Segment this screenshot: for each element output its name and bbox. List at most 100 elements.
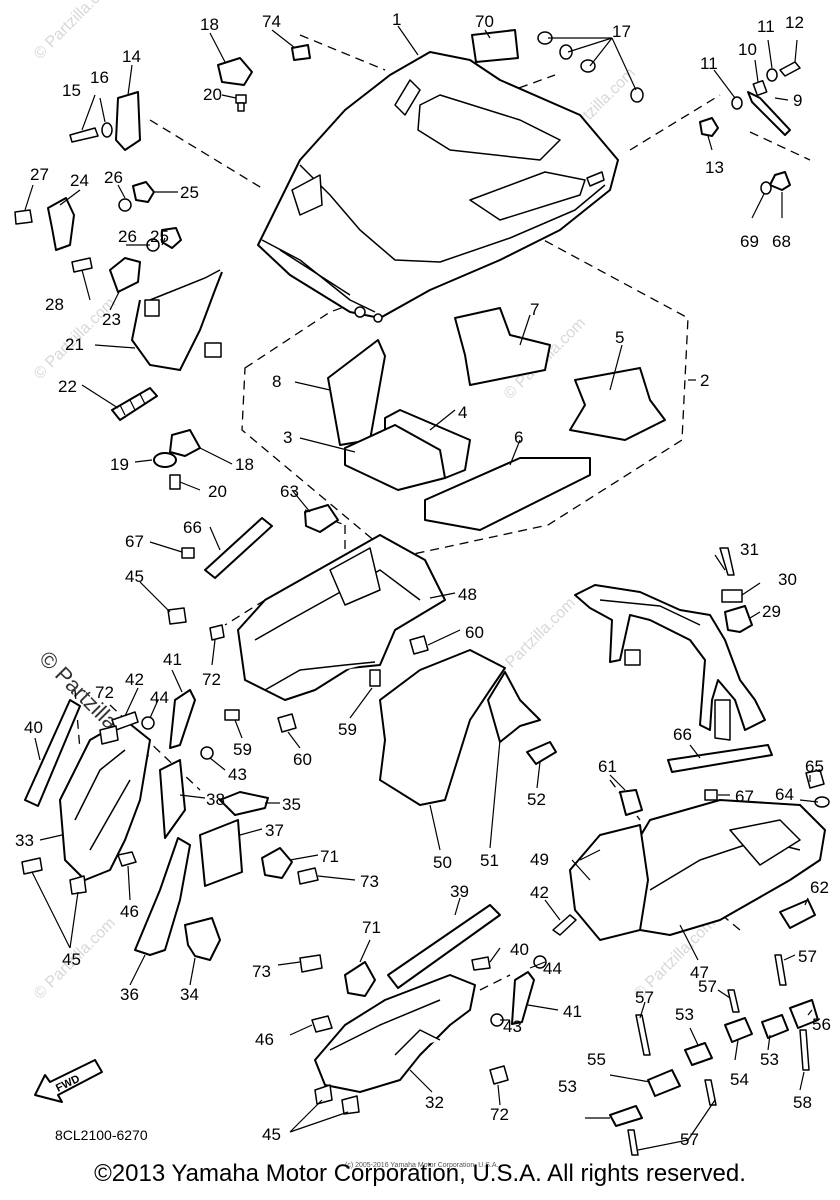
callout: 46 xyxy=(120,902,139,921)
callout: 46 xyxy=(255,1030,274,1049)
pad-55 xyxy=(647,1069,681,1097)
callout: 59 xyxy=(338,720,357,739)
bolt-15 xyxy=(69,127,99,143)
callout: 71 xyxy=(362,918,381,937)
pad-53a xyxy=(761,1014,789,1039)
callout: 69 xyxy=(740,232,759,251)
drawing-code: 8CL2100-6270 xyxy=(55,1127,148,1143)
callout: 13 xyxy=(705,158,724,177)
callout: 14 xyxy=(122,47,141,66)
callout: 52 xyxy=(527,790,546,809)
plate-71b xyxy=(344,961,376,997)
rail-66b xyxy=(667,744,773,773)
clip-60b xyxy=(277,713,297,733)
bracket-34 xyxy=(184,917,221,961)
callout: 56 xyxy=(812,1015,831,1034)
nut-43a xyxy=(200,746,214,760)
bolt-28 xyxy=(71,257,93,273)
pin-57c xyxy=(635,1014,651,1056)
nut-25b xyxy=(161,227,182,249)
callout: 57 xyxy=(698,977,717,996)
nut-25a xyxy=(132,181,155,203)
panel-48 xyxy=(237,534,446,701)
callout: 35 xyxy=(282,795,301,814)
callout: 25 xyxy=(180,183,199,202)
washer-11b xyxy=(731,96,743,110)
bracket-24 xyxy=(47,197,75,251)
bolt-45b xyxy=(21,857,43,875)
callout: 7 xyxy=(530,300,539,319)
pad-62 xyxy=(779,899,816,929)
callout-labels: 1 74 18 70 17 20 12 11 10 11 9 13 69 68 … xyxy=(15,10,831,1149)
callout: 4 xyxy=(458,403,467,422)
callout: 22 xyxy=(58,377,77,396)
callout: 1 xyxy=(392,10,401,29)
callout: 19 xyxy=(110,455,129,474)
callout: 42 xyxy=(125,670,144,689)
pad-53b xyxy=(684,1042,713,1066)
callout: 66 xyxy=(673,725,692,744)
seal-50 xyxy=(379,649,506,806)
hood-cowling xyxy=(257,51,619,323)
decal-74 xyxy=(291,44,311,61)
callout: 72 xyxy=(202,670,221,689)
screw-68 xyxy=(769,171,791,191)
bolt-45d xyxy=(314,1084,333,1105)
callout: 57 xyxy=(798,947,817,966)
bracket-23 xyxy=(109,257,141,293)
callout: 57 xyxy=(635,988,654,1007)
callout: 9 xyxy=(793,91,802,110)
callout: 73 xyxy=(360,872,379,891)
callout: 48 xyxy=(458,585,477,604)
callout: 73 xyxy=(252,962,271,981)
callout: 40 xyxy=(24,718,43,737)
guard-52 xyxy=(526,741,557,765)
bolt-45e xyxy=(341,1095,360,1115)
callout: 31 xyxy=(740,540,759,559)
clip-46a xyxy=(117,851,137,867)
callout: 64 xyxy=(775,785,794,804)
callout: 53 xyxy=(675,1005,694,1024)
callout: 53 xyxy=(558,1077,577,1096)
washer-44a xyxy=(141,716,155,730)
pad-53c xyxy=(609,1105,643,1127)
callout: 55 xyxy=(587,1050,606,1069)
stay-9 xyxy=(747,91,791,136)
callout: 23 xyxy=(102,310,121,329)
bolt-45a xyxy=(167,607,187,625)
leader-lines xyxy=(24,25,819,1151)
callout: 66 xyxy=(183,518,202,537)
clip-72c xyxy=(489,1065,509,1085)
source-note: (c) 2005-2016 Yamaha Motor Corporation, … xyxy=(345,1162,499,1169)
plate-35 xyxy=(219,791,269,816)
plate-37 xyxy=(199,819,243,887)
panel-47 xyxy=(619,799,826,936)
callout: 39 xyxy=(450,882,469,901)
callout: 11 xyxy=(700,54,718,73)
callout: 16 xyxy=(90,68,109,87)
insulator-6 xyxy=(424,457,591,531)
callout: 58 xyxy=(793,1093,812,1112)
bracket-41a xyxy=(169,689,196,749)
callout: 50 xyxy=(433,853,452,872)
bracket-18 xyxy=(217,57,253,86)
callout: 27 xyxy=(30,165,49,184)
callout: 41 xyxy=(163,650,182,669)
washer-26a xyxy=(118,198,132,212)
rail-66 xyxy=(204,517,273,579)
frame-right xyxy=(574,584,766,741)
insulator-7 xyxy=(454,307,551,386)
callout: 40 xyxy=(510,940,529,959)
clip-72a xyxy=(209,624,225,641)
screw-67b xyxy=(704,789,718,801)
callout: 72 xyxy=(95,683,114,702)
callout: 2 xyxy=(700,371,709,390)
callout: 25 xyxy=(150,227,169,246)
panel-36 xyxy=(134,837,191,956)
callout: 67 xyxy=(735,787,754,806)
callout: 11 xyxy=(757,17,775,36)
callout: 28 xyxy=(45,295,64,314)
clip-72b xyxy=(99,725,119,745)
callout: 21 xyxy=(65,335,84,354)
callout: 47 xyxy=(690,963,709,982)
